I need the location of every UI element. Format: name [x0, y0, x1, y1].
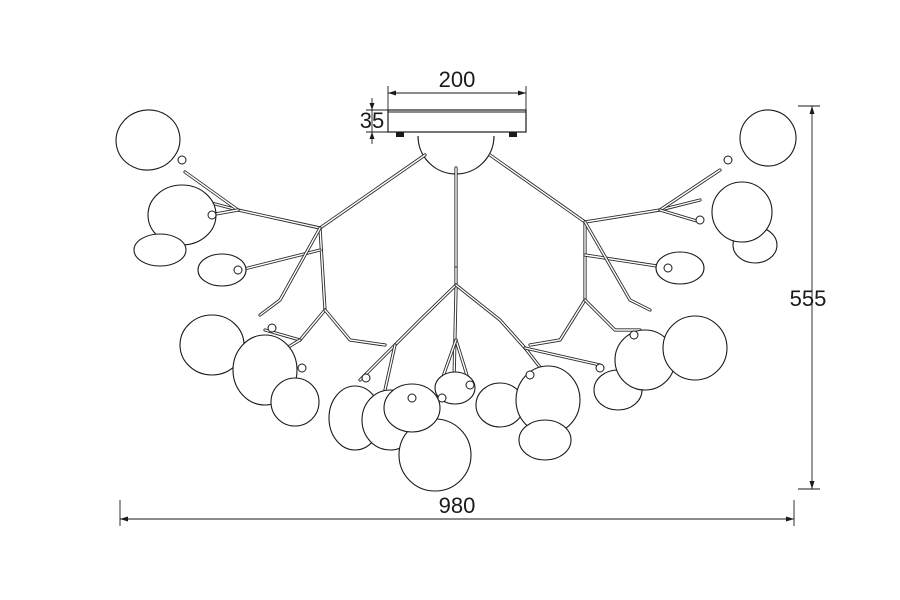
canopy-width-dimension: 200 — [387, 67, 527, 110]
arm-rod — [583, 220, 652, 312]
arm-rod — [259, 227, 321, 316]
arm-rod — [584, 299, 641, 331]
bulb — [662, 315, 728, 381]
bulb — [518, 419, 572, 461]
arm-rod — [488, 153, 587, 302]
ceiling-canopy — [387, 109, 527, 175]
arm-rod — [455, 284, 526, 349]
arm-rod — [319, 154, 426, 311]
bulb-socket — [177, 155, 187, 165]
total-width-dimension: 980 — [119, 493, 795, 526]
bulb-socket — [267, 323, 277, 333]
bulb-socket — [407, 393, 417, 403]
arm-rod — [239, 249, 321, 271]
bulb-socket — [723, 155, 733, 165]
total-height-dimension: 555 — [790, 105, 827, 490]
bulb-socket — [207, 210, 217, 220]
bulb-socket — [629, 330, 639, 340]
bulb-socket — [437, 393, 447, 403]
arm-rod — [524, 347, 601, 366]
arm-rod — [659, 169, 721, 211]
arm-rod — [489, 154, 586, 301]
arm-rod — [659, 209, 701, 223]
bulb-socket — [297, 363, 307, 373]
chandelier-arms — [183, 153, 722, 392]
bulb — [655, 251, 705, 285]
arm-rod — [258, 226, 322, 317]
bulb — [115, 109, 181, 171]
bulb-socket — [233, 265, 243, 275]
bulb-socket — [595, 363, 605, 373]
total-width-label: 980 — [439, 493, 476, 518]
total-height-label: 555 — [790, 286, 827, 311]
bulb-socket — [663, 263, 673, 273]
canopy-height-dimension: 35 — [360, 98, 388, 144]
arm-rod — [583, 298, 642, 332]
arm-rod — [584, 221, 651, 311]
arm-rod — [384, 344, 396, 391]
arm-rod — [184, 171, 239, 211]
bulb-socket — [465, 380, 475, 390]
arm-rod — [454, 283, 527, 350]
canopy-height-label: 35 — [360, 108, 384, 133]
canopy-width-label: 200 — [439, 67, 476, 92]
bulb — [383, 383, 441, 433]
bulb — [197, 253, 247, 287]
arm-rod — [394, 284, 457, 346]
bulb — [711, 181, 773, 243]
arm-rod — [318, 153, 427, 312]
bulb-socket — [361, 373, 371, 383]
bulb — [133, 233, 187, 267]
bulb — [270, 377, 320, 427]
chandelier-bulbs — [115, 109, 797, 492]
bulb-socket — [525, 370, 535, 380]
bulb — [739, 109, 797, 167]
arm-rod — [453, 267, 457, 381]
arm-rod — [324, 309, 386, 346]
arm-rod — [528, 298, 587, 347]
arm-rod — [529, 299, 586, 346]
arm-rod — [323, 308, 387, 347]
bulb-socket — [695, 215, 705, 225]
